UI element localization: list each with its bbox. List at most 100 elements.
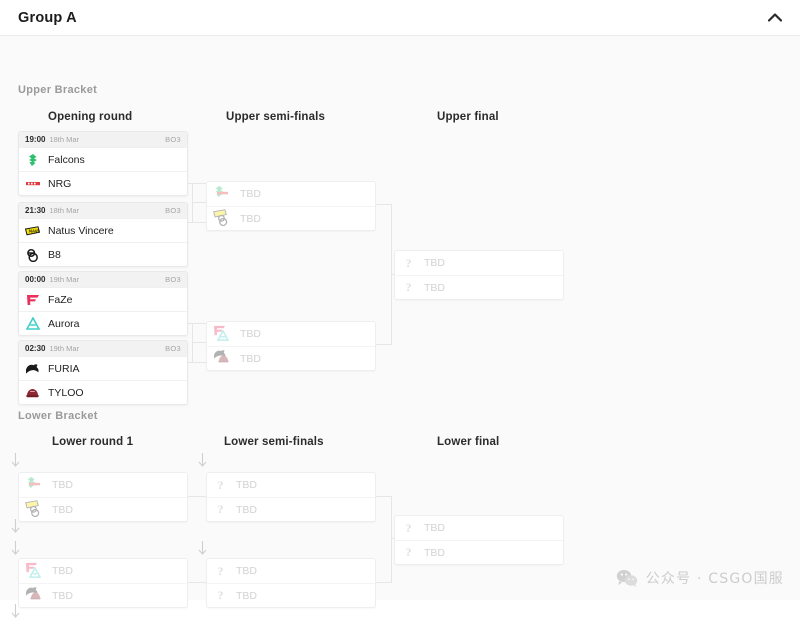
- faze-aurora-placeholder-logo: [213, 325, 232, 342]
- lower-bracket-label: Lower Bracket: [18, 410, 98, 422]
- team-row[interactable]: FaZe: [19, 287, 187, 311]
- tyloo-logo: [25, 385, 40, 400]
- team-row[interactable]: Aurora: [19, 311, 187, 335]
- team-name: TBD: [240, 188, 261, 200]
- team-name: TBD: [424, 522, 445, 534]
- match-meta: 21:30 18th Mar BO3: [19, 203, 187, 218]
- team-name: TBD: [424, 546, 445, 559]
- match-card-upper-semi-1[interactable]: TBD TBD: [206, 181, 376, 231]
- team-name: TBD: [424, 281, 445, 294]
- team-row[interactable]: ? TBD: [395, 516, 563, 540]
- watermark-text: 公众号 · CSGO国服: [645, 571, 784, 587]
- chevron-up-icon: [768, 13, 782, 22]
- falcons-nrg-placeholder-logo: [25, 476, 44, 493]
- unknown-team-icon: ?: [405, 545, 412, 559]
- upper-bracket-label: Upper Bracket: [18, 84, 98, 96]
- match-card-upper-final[interactable]: ? TBD ? TBD: [394, 250, 564, 300]
- collapse-toggle-button[interactable]: [764, 7, 786, 29]
- team-row[interactable]: TBD: [207, 322, 375, 346]
- team-name: TBD: [52, 565, 73, 577]
- team-name: B8: [48, 248, 61, 261]
- team-row[interactable]: ? TBD: [207, 497, 375, 521]
- match-date: 19th Mar: [49, 275, 80, 284]
- furia-logo: [25, 361, 40, 376]
- team-name: FaZe: [48, 293, 73, 306]
- match-card-opening-4[interactable]: 02:30 19th Mar BO3 FURIA TYLOO: [18, 340, 188, 405]
- team-row[interactable]: TBD: [207, 206, 375, 230]
- team-row[interactable]: TBD: [19, 473, 187, 497]
- drop-arrow-icon: [198, 541, 207, 557]
- drop-arrow-icon: [11, 519, 20, 535]
- team-row[interactable]: TYLOO: [19, 380, 187, 404]
- drop-arrow-icon: [198, 453, 207, 469]
- team-row[interactable]: TBD: [207, 182, 375, 206]
- team-row[interactable]: TBD: [207, 346, 375, 370]
- unknown-team-icon: ?: [405, 520, 412, 535]
- match-time: 02:30: [25, 344, 46, 353]
- falcons-nrg-placeholder-logo: [213, 185, 232, 202]
- unknown-team-icon: ?: [405, 255, 412, 270]
- furia-tyloo-placeholder-logo: [25, 587, 44, 603]
- match-card-lower-final[interactable]: ? TBD ? TBD: [394, 515, 564, 565]
- team-row[interactable]: ? TBD: [207, 559, 375, 583]
- navi-b8-placeholder-logo: [213, 209, 232, 226]
- aurora-logo: [25, 316, 40, 331]
- watermark: 公众号 · CSGO国服: [616, 568, 784, 588]
- team-row[interactable]: ? TBD: [207, 473, 375, 497]
- round-title-opening: Opening round: [48, 111, 133, 123]
- team-name: Natus Vincere: [48, 224, 114, 237]
- round-title-lower-final: Lower final: [437, 436, 500, 448]
- team-name: TBD: [240, 352, 261, 365]
- team-name: FURIA: [48, 362, 80, 375]
- team-name: TBD: [52, 589, 73, 602]
- unknown-team-icon: ?: [217, 502, 224, 516]
- team-row[interactable]: Falcons: [19, 147, 187, 171]
- match-meta: 00:00 19th Mar BO3: [19, 272, 187, 287]
- bracket-body: Upper Bracket Lower Bracket Opening roun…: [0, 36, 800, 618]
- round-title-upper-semi: Upper semi-finals: [226, 111, 326, 123]
- team-row[interactable]: B8: [19, 242, 187, 266]
- match-meta: 19:00 18th Mar BO3: [19, 132, 187, 147]
- unknown-team-icon: ?: [217, 563, 224, 578]
- match-card-lower-r1-1[interactable]: TBD TBD: [18, 472, 188, 522]
- match-card-lower-semi-2[interactable]: ? TBD ? TBD: [206, 558, 376, 608]
- team-row[interactable]: TBD: [19, 583, 187, 607]
- round-title-lower-r1: Lower round 1: [52, 436, 134, 448]
- team-name: TBD: [236, 503, 257, 516]
- team-name: TBD: [240, 212, 261, 225]
- faze-logo: [25, 292, 40, 307]
- drop-arrow-icon: [11, 541, 20, 557]
- team-row[interactable]: TBD: [19, 497, 187, 521]
- round-title-lower-semi: Lower semi-finals: [224, 436, 324, 448]
- faze-aurora-placeholder-logo: [25, 562, 44, 579]
- match-card-opening-2[interactable]: 21:30 18th Mar BO3 NAVI Natus Vincere B8: [18, 202, 188, 267]
- team-row[interactable]: ? TBD: [395, 275, 563, 299]
- unknown-team-icon: ?: [217, 588, 224, 602]
- match-date: 18th Mar: [49, 206, 80, 215]
- drop-arrow-icon: [11, 453, 20, 469]
- b8-logo: [25, 247, 40, 262]
- team-name: TBD: [236, 565, 257, 577]
- match-card-lower-r1-2[interactable]: TBD TBD: [18, 558, 188, 608]
- team-row[interactable]: FURIA: [19, 356, 187, 380]
- team-name: TBD: [52, 503, 73, 516]
- team-row[interactable]: TBD: [19, 559, 187, 583]
- match-format: BO3: [165, 275, 181, 284]
- navi-b8-placeholder-logo: [25, 500, 44, 517]
- furia-tyloo-placeholder-logo: [213, 350, 232, 366]
- team-row[interactable]: NAVI Natus Vincere: [19, 218, 187, 242]
- team-row[interactable]: NRG: [19, 171, 187, 195]
- match-card-opening-1[interactable]: 19:00 18th Mar BO3 Falcons NRG: [18, 131, 188, 196]
- team-row[interactable]: ? TBD: [395, 540, 563, 564]
- group-header: Group A: [0, 0, 800, 36]
- team-row[interactable]: ? TBD: [395, 251, 563, 275]
- team-name: Aurora: [48, 317, 80, 330]
- team-name: TBD: [424, 257, 445, 269]
- match-format: BO3: [165, 344, 181, 353]
- team-row[interactable]: ? TBD: [207, 583, 375, 607]
- team-name: TBD: [236, 589, 257, 602]
- match-card-upper-semi-2[interactable]: TBD TBD: [206, 321, 376, 371]
- match-date: 18th Mar: [49, 135, 80, 144]
- match-card-lower-semi-1[interactable]: ? TBD ? TBD: [206, 472, 376, 522]
- match-card-opening-3[interactable]: 00:00 19th Mar BO3 FaZe Aurora: [18, 271, 188, 336]
